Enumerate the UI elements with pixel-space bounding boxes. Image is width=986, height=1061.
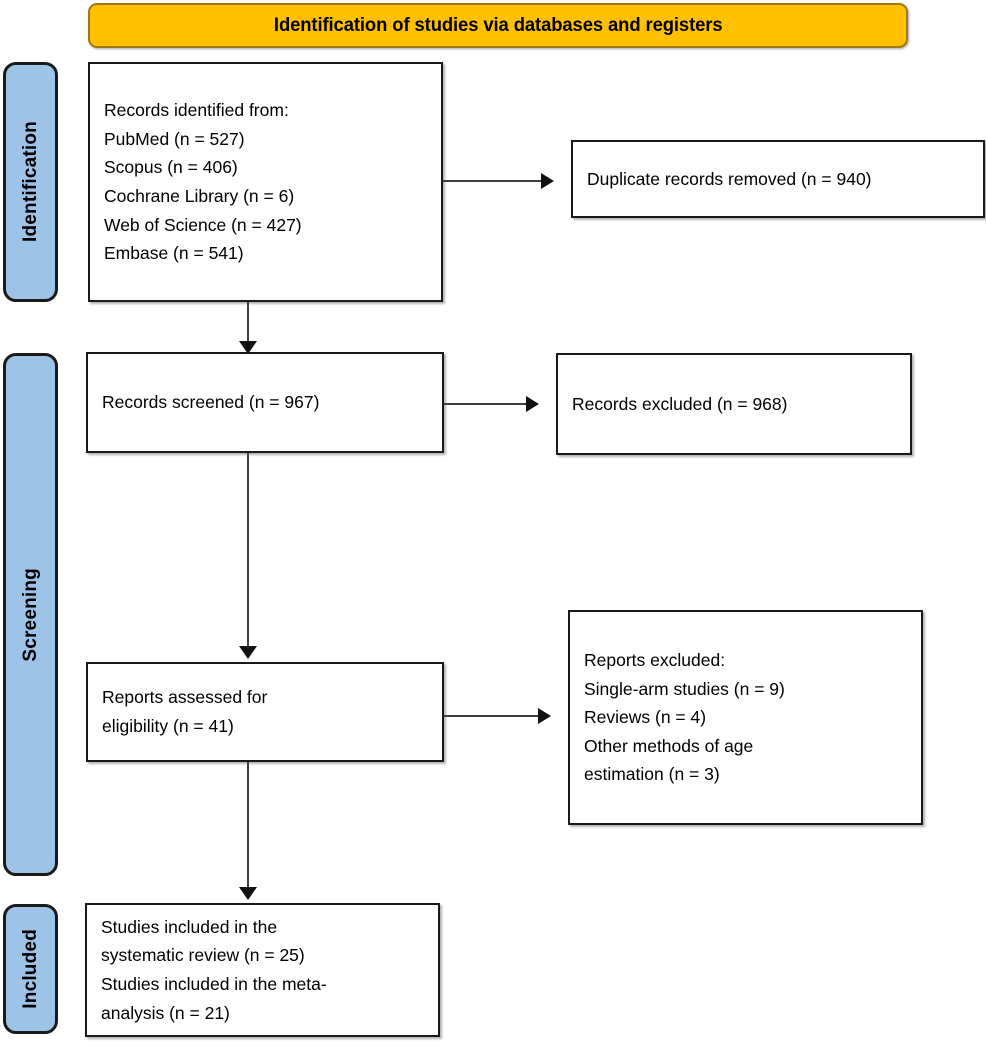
arrow-down-icon bbox=[239, 341, 257, 354]
arrow-down-icon bbox=[239, 646, 257, 659]
connector-eligibility-to-reports-excluded bbox=[444, 715, 540, 717]
stage-label-included: Included bbox=[3, 904, 58, 1034]
diagram-title-text: Identification of studies via databases … bbox=[273, 14, 723, 36]
node-records-excluded: Records excluded (n = 968) bbox=[556, 353, 912, 455]
stage-label-screening-text: Screening bbox=[19, 567, 41, 662]
node-reports-assessed-for-eligibility-text: Reports assessed for eligibility (n = 41… bbox=[102, 687, 268, 736]
node-reports-excluded-text: Reports excluded: Single-arm studies (n … bbox=[584, 650, 785, 785]
node-studies-included-text: Studies included in the systematic revie… bbox=[101, 916, 327, 1023]
node-duplicate-records-removed-text: Duplicate records removed (n = 940) bbox=[587, 168, 872, 189]
stage-label-screening: Screening bbox=[3, 353, 58, 876]
node-duplicate-records-removed: Duplicate records removed (n = 940) bbox=[571, 140, 985, 218]
node-records-screened: Records screened (n = 967) bbox=[86, 352, 444, 453]
arrow-right-icon bbox=[541, 173, 554, 189]
node-records-identified: Records identified from: PubMed (n = 527… bbox=[88, 62, 443, 302]
connector-eligibility-to-included bbox=[247, 762, 249, 892]
arrow-down-icon bbox=[239, 887, 257, 900]
node-records-excluded-text: Records excluded (n = 968) bbox=[572, 393, 788, 414]
node-reports-excluded: Reports excluded: Single-arm studies (n … bbox=[568, 610, 923, 825]
node-records-identified-text: Records identified from: PubMed (n = 527… bbox=[104, 100, 302, 264]
connector-screened-to-records-excluded bbox=[444, 403, 528, 405]
stage-label-identification: Identification bbox=[3, 62, 58, 302]
arrow-right-icon bbox=[538, 708, 551, 724]
connector-identified-to-screened bbox=[247, 302, 249, 346]
arrow-right-icon bbox=[526, 396, 539, 412]
stage-label-included-text: Included bbox=[19, 929, 41, 1009]
node-studies-included: Studies included in the systematic revie… bbox=[85, 903, 440, 1037]
connector-screened-to-eligibility bbox=[247, 453, 249, 651]
stage-label-identification-text: Identification bbox=[19, 121, 41, 243]
node-records-screened-text: Records screened (n = 967) bbox=[102, 392, 320, 413]
connector-identified-to-duplicates bbox=[443, 180, 543, 182]
node-reports-assessed-for-eligibility: Reports assessed for eligibility (n = 41… bbox=[86, 662, 444, 762]
diagram-title-banner: Identification of studies via databases … bbox=[88, 3, 908, 48]
